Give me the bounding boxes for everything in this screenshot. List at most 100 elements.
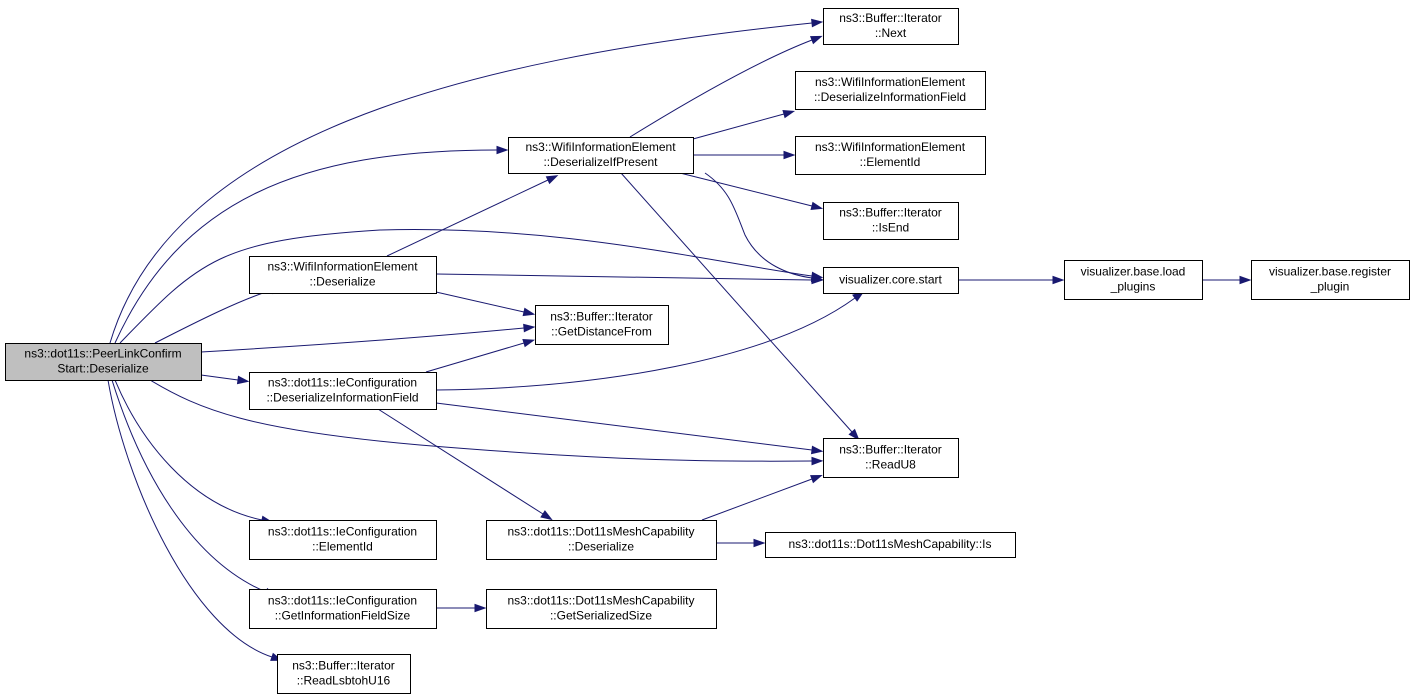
node-bi-gdf[interactable]: ns3::Buffer::Iterator::GetDistanceFrom: [535, 305, 669, 345]
node-label: ns3::dot11s::PeerLinkConfirm: [24, 347, 181, 361]
node-box: [1251, 260, 1410, 300]
node-label: ::ElementId: [312, 540, 373, 554]
edge-wie_des-to-viz_start: [435, 273, 824, 285]
edge-line: [111, 379, 267, 593]
node-box: [535, 305, 669, 345]
arrowhead: [811, 18, 824, 28]
node-iec-dif[interactable]: ns3::dot11s::IeConfiguration::Deserializ…: [249, 372, 437, 410]
node-box: [508, 137, 694, 174]
edge-line: [679, 172, 813, 207]
node-label: ns3::WifiInformationElement: [267, 260, 418, 274]
node-label: ::DeserializeInformationField: [266, 391, 418, 405]
node-box: [823, 267, 959, 294]
edge-line: [119, 229, 813, 344]
edge-line: [629, 39, 813, 138]
node-bi-rlsb[interactable]: ns3::Buffer::Iterator::ReadLsbtohU16: [277, 654, 411, 694]
node-label: ns3::Buffer::Iterator: [839, 443, 942, 457]
edge-wie_dip-to-bi_isend: [679, 172, 824, 211]
arrowhead: [522, 307, 536, 317]
arrowhead: [1052, 275, 1065, 285]
node-label: ::GetSerializedSize: [550, 609, 652, 623]
arrowhead: [1239, 275, 1252, 285]
edge-wie_des-to-wie_dip: [386, 175, 559, 257]
edge-line: [704, 172, 813, 279]
edge-wie_dip-to-bi_next: [629, 35, 823, 138]
edge-root-to-wie_dip: [114, 145, 509, 344]
edge-iec_dif-to-bi_readu8: [435, 402, 824, 455]
edge-line: [435, 297, 856, 391]
node-bi-isend[interactable]: ns3::Buffer::Iterator::IsEnd: [823, 202, 959, 240]
node-label: visualizer.core.start: [839, 273, 942, 287]
arrowhead: [545, 175, 559, 185]
node-wie-dif[interactable]: ns3::WifiInformationElement::Deserialize…: [795, 71, 986, 110]
node-box: [823, 438, 959, 478]
node-wie-des[interactable]: ns3::WifiInformationElement::Deserialize: [249, 256, 437, 294]
arrowhead: [496, 145, 509, 155]
node-label: _plugins: [1110, 280, 1156, 294]
edge-root-to-wie_des: [154, 286, 283, 344]
edge-line: [386, 179, 549, 257]
edge-line: [109, 22, 813, 344]
edge-dmc_des-to-bi_readu8: [701, 474, 823, 521]
node-label: visualizer.base.load: [1081, 265, 1186, 279]
node-label: _plugin: [1310, 280, 1350, 294]
node-viz-reg[interactable]: visualizer.base.register_plugin: [1251, 260, 1410, 300]
node-dmc-des[interactable]: ns3::dot11s::Dot11sMeshCapability::Deser…: [486, 520, 717, 560]
node-dmc-gss[interactable]: ns3::dot11s::Dot11sMeshCapability::GetSe…: [486, 589, 717, 629]
edge-root-to-iec_dif: [200, 374, 250, 385]
edge-line: [435, 291, 525, 313]
edge-line: [620, 172, 853, 433]
node-label: ns3::dot11s::IeConfiguration: [268, 594, 417, 608]
node-label: ::Deserialize: [309, 275, 375, 289]
node-bi-next[interactable]: ns3::Buffer::Iterator::Next: [823, 8, 959, 45]
node-box: [249, 589, 437, 629]
node-box: [823, 8, 959, 45]
arrowhead: [809, 35, 823, 45]
node-iec-eid[interactable]: ns3::dot11s::IeConfiguration::ElementId: [249, 520, 437, 560]
edge-line: [107, 379, 273, 658]
node-label: ns3::Buffer::Iterator: [839, 206, 942, 220]
arrowhead: [811, 456, 824, 466]
node-label: ns3::dot11s::IeConfiguration: [268, 525, 417, 539]
node-box: [765, 532, 1016, 558]
node-label: ns3::dot11s::Dot11sMeshCapability: [508, 594, 695, 608]
arrowhead: [522, 339, 536, 348]
node-wie-eid[interactable]: ns3::WifiInformationElement::ElementId: [795, 136, 986, 175]
edge-line: [692, 113, 785, 140]
edge-line: [435, 273, 813, 281]
node-label: ::ElementId: [860, 155, 921, 169]
node-label: ns3::dot11s::Dot11sMeshCapability: [508, 525, 695, 539]
edge-wie_dip-to-wie_dif: [692, 109, 796, 140]
node-dmc-is[interactable]: ns3::dot11s::Dot11sMeshCapability::Is: [765, 532, 1016, 558]
node-root[interactable]: ns3::dot11s::PeerLinkConfirmStart::Deser…: [5, 343, 202, 381]
arrowhead: [811, 275, 824, 285]
edge-line: [200, 374, 239, 381]
node-wie-dip[interactable]: ns3::WifiInformationElement::Deserialize…: [508, 137, 694, 174]
edge-root-to-bi_next: [109, 18, 824, 344]
node-label: ::DeserializeIfPresent: [543, 155, 658, 169]
arrowhead: [540, 510, 553, 521]
node-label: ns3::dot11s::IeConfiguration: [268, 376, 417, 390]
edge-root-to-bi_gdf: [200, 323, 536, 353]
node-viz-load[interactable]: visualizer.base.load_plugins: [1064, 260, 1203, 300]
edge-line: [149, 379, 813, 462]
node-label: ns3::WifiInformationElement: [815, 140, 966, 154]
node-box: [277, 654, 411, 694]
node-label: ns3::Buffer::Iterator: [550, 310, 653, 324]
edge-root-to-iec_eid: [114, 379, 274, 525]
node-box: [486, 589, 717, 629]
node-label: visualizer.base.register: [1269, 265, 1391, 279]
edge-wie_des-to-bi_gdf: [435, 291, 536, 317]
edge-viz_start-to-viz_load: [958, 275, 1065, 285]
edge-root-to-bi_readu8: [149, 379, 824, 466]
node-viz-start[interactable]: visualizer.core.start: [823, 267, 959, 294]
edge-line: [435, 402, 813, 451]
edge-wie_dip-to-wie_eid: [693, 150, 796, 160]
edge-line: [377, 408, 544, 515]
node-iec-gifs[interactable]: ns3::dot11s::IeConfiguration::GetInforma…: [249, 589, 437, 629]
node-label: ::ReadLsbtohU16: [297, 674, 391, 688]
node-label: ::IsEnd: [872, 221, 909, 235]
node-bi-readu8[interactable]: ns3::Buffer::Iterator::ReadU8: [823, 438, 959, 478]
node-label: ns3::WifiInformationElement: [815, 75, 966, 89]
